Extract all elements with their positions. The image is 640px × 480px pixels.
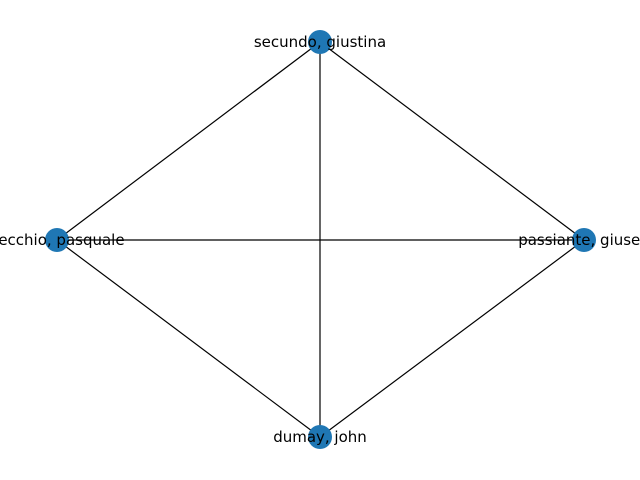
node-secundo: [308, 30, 332, 54]
node-label-dumay: dumay, john: [273, 428, 367, 446]
node-dumay: [308, 425, 332, 449]
node-label-passiante: passiante, giusep: [518, 231, 640, 249]
edge-vecchio-dumay: [56, 239, 321, 438]
node-label-secundo: secundo, giustina: [254, 33, 386, 51]
edges-group: [56, 41, 585, 438]
node-passiante: [572, 228, 596, 252]
edge-passiante-dumay: [319, 239, 585, 438]
node-label-vecchio: vecchio, pasquale: [0, 231, 125, 249]
edge-secundo-vecchio: [56, 41, 321, 241]
nodes-group: [45, 30, 596, 449]
node-vecchio: [45, 228, 69, 252]
edge-secundo-passiante: [319, 41, 585, 241]
labels-group: secundo, giustina vecchio, pasquale passia…: [0, 33, 640, 446]
